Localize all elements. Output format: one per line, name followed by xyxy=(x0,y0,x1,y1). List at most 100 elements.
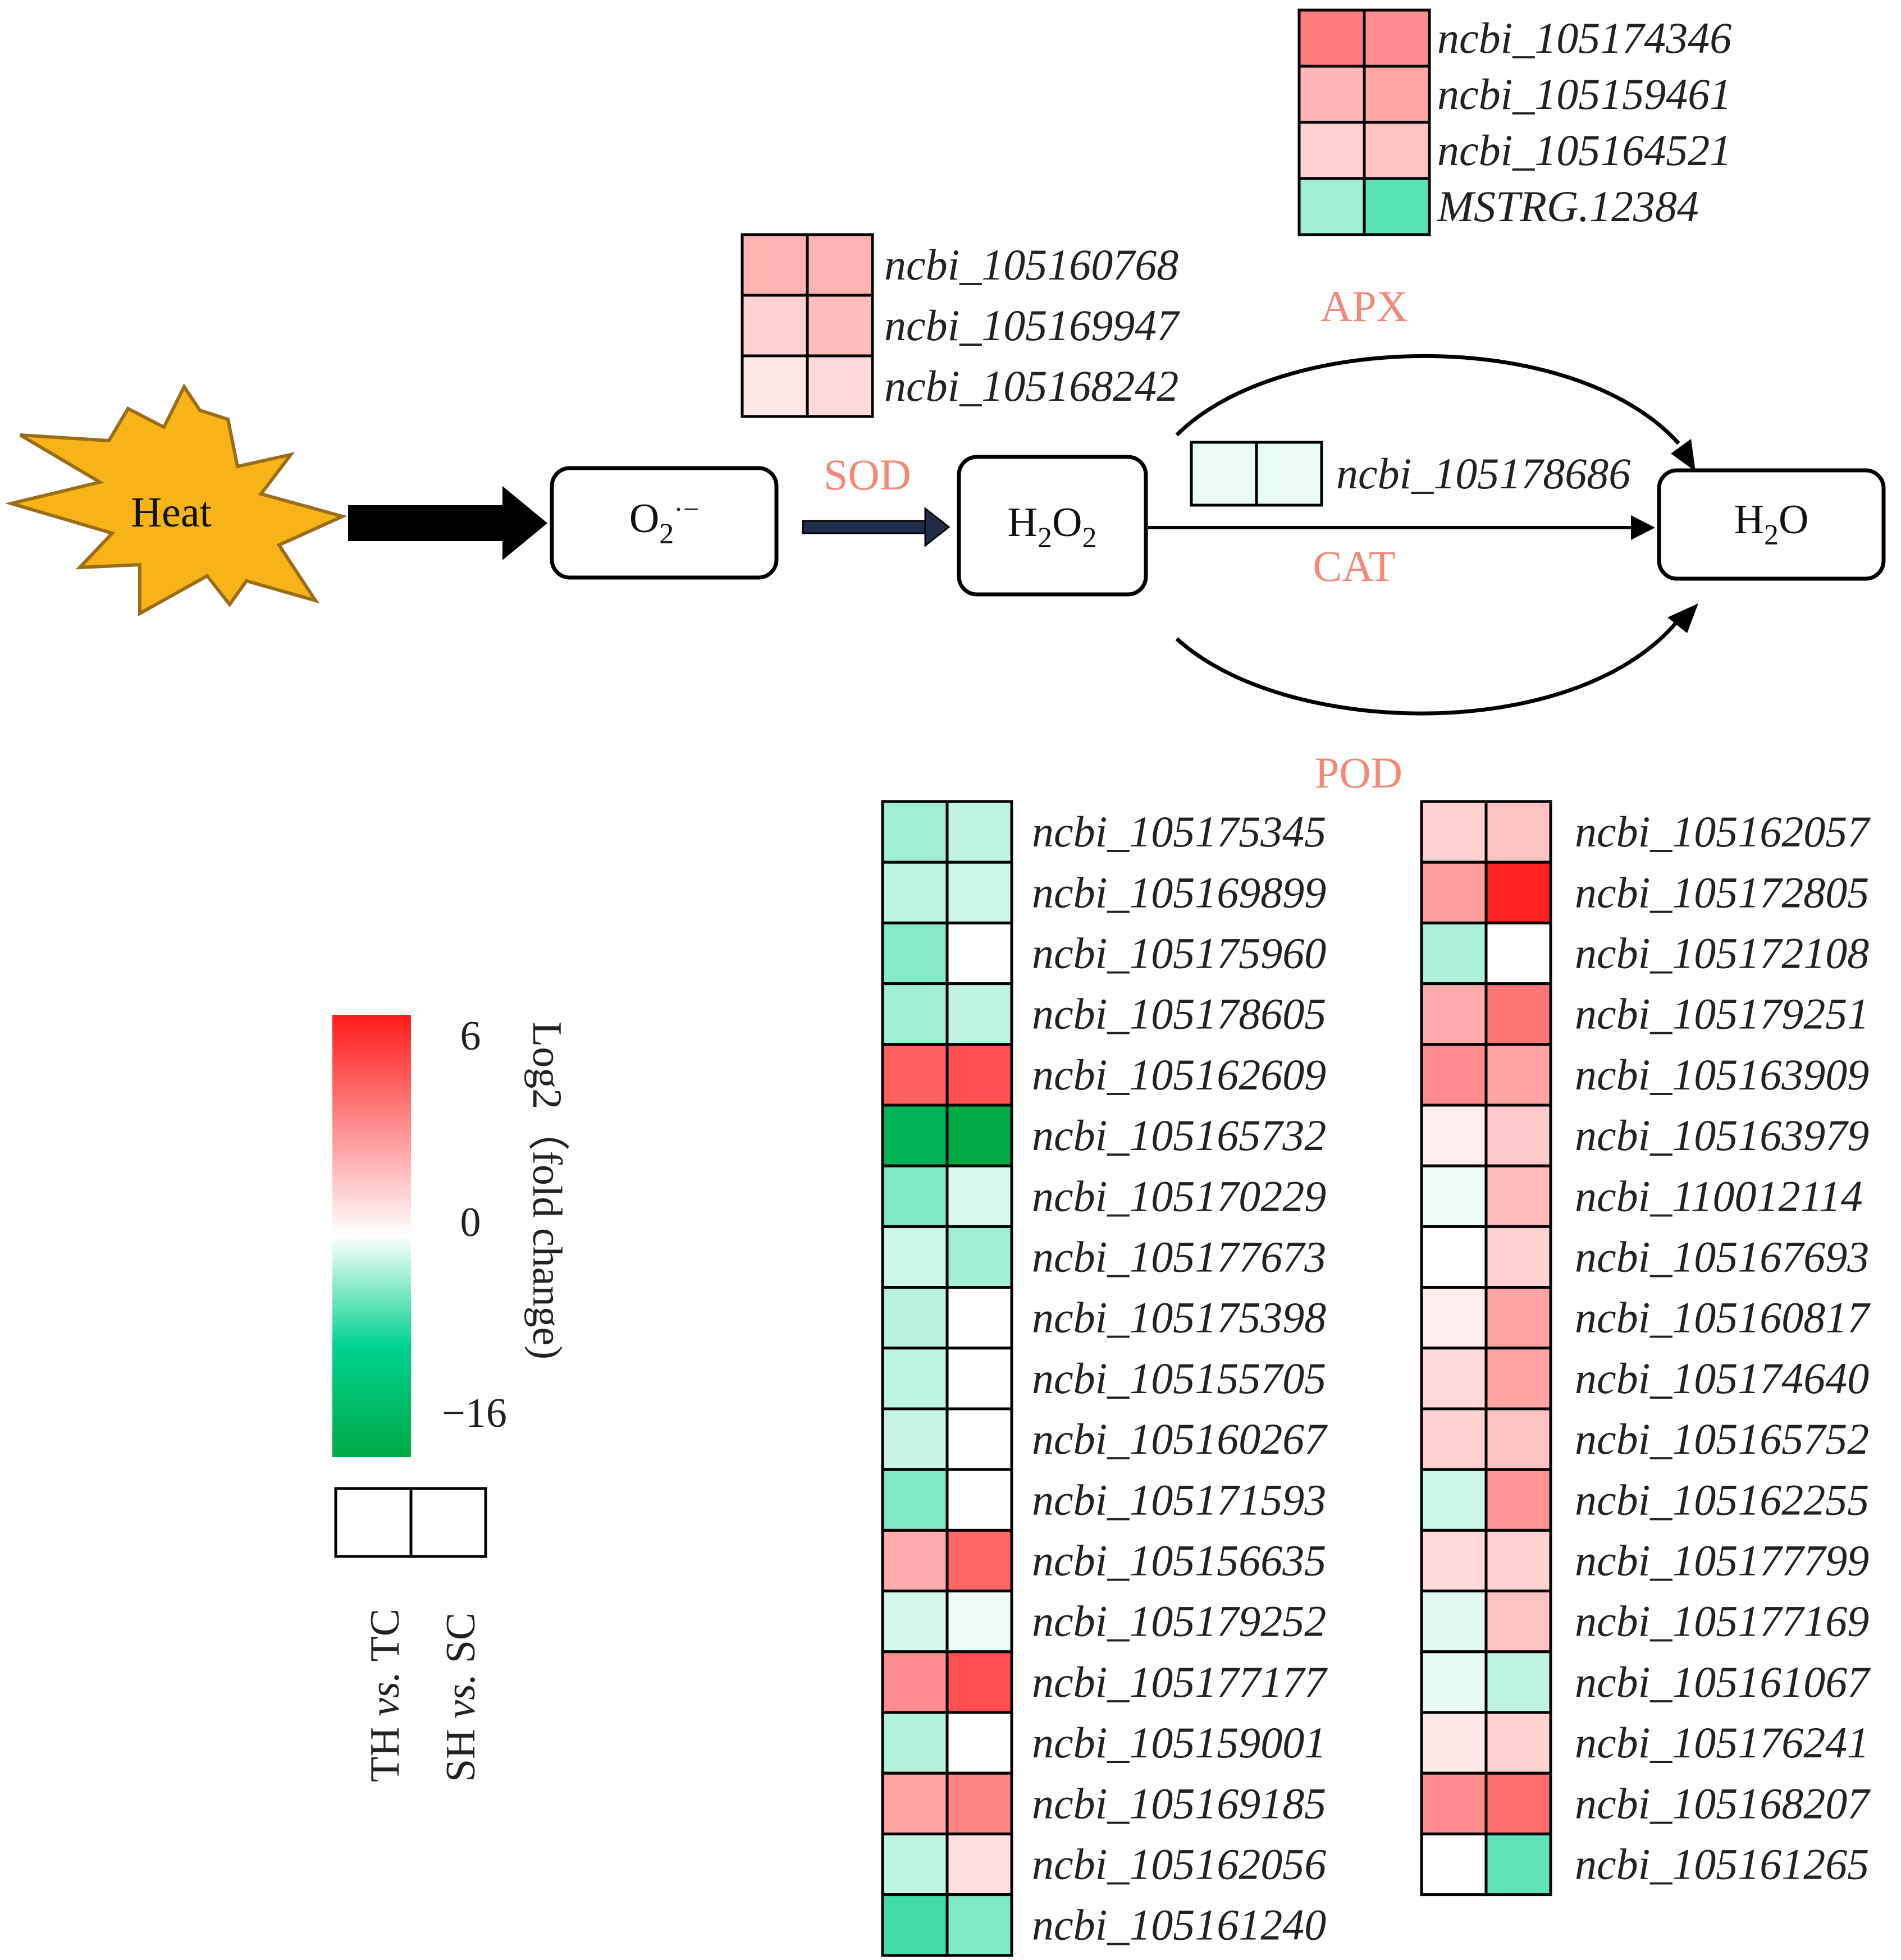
heatmap-cell xyxy=(1420,982,1488,1046)
water-node: H2O xyxy=(1657,468,1886,581)
heatmap-cell xyxy=(881,1468,949,1532)
gene-label: ncbi_105161240 xyxy=(1032,1901,1326,1949)
heatmap-cell xyxy=(945,1711,1013,1775)
heatmap-cell xyxy=(1363,177,1431,236)
heatmap-cell xyxy=(1420,1286,1488,1350)
heatmap-cell xyxy=(881,1103,949,1167)
heatmap-cell xyxy=(881,1347,949,1411)
heatmap-cell xyxy=(741,233,809,297)
heatmap-cell xyxy=(945,1650,1013,1714)
heatmap-cell xyxy=(1420,1771,1488,1835)
gene-label: ncbi_105177169 xyxy=(1575,1597,1869,1646)
legend-title: Log2（fold change) xyxy=(524,1022,570,1359)
gene-label: ncbi_105175960 xyxy=(1032,929,1326,978)
h2o2-to-water-arrows xyxy=(1148,354,1698,716)
gene-label: ncbi_105160817 xyxy=(1575,1293,1871,1342)
sod-heatmap: ncbi_105160768ncbi_105169947ncbi_1051682… xyxy=(741,233,1180,418)
h2o2-node: H2O2 xyxy=(957,455,1148,597)
gene-label: ncbi_105169185 xyxy=(1032,1779,1326,1828)
pod-heatmap-right: ncbi_105162057ncbi_105172805ncbi_1051721… xyxy=(1420,800,1871,1897)
heatmap-cell xyxy=(945,1771,1013,1835)
gene-label: ncbi_105170229 xyxy=(1032,1171,1326,1220)
legend-col1-label: TH vs. TC xyxy=(362,1609,408,1782)
heatmap-cell xyxy=(1363,121,1431,180)
pod-curved-arrow xyxy=(1175,621,1678,716)
heatmap-cell xyxy=(1484,1043,1552,1107)
gene-label: ncbi_105177177 xyxy=(1032,1657,1328,1706)
apx-enzyme-label: APX xyxy=(1320,282,1408,331)
superoxide-to-h2o2-arrow xyxy=(802,506,950,548)
heatmap-cell xyxy=(1420,921,1488,986)
heatmap-cell xyxy=(945,1347,1013,1411)
gene-label: ncbi_105178686 xyxy=(1336,449,1630,498)
gene-label: ncbi_105160267 xyxy=(1032,1414,1328,1463)
heatmap-cell xyxy=(881,1893,949,1957)
heatmap-cell xyxy=(1420,1225,1488,1289)
heatmap-cell xyxy=(881,1528,949,1593)
heatmap-cell xyxy=(741,294,809,358)
gene-label: ncbi_110012114 xyxy=(1575,1171,1863,1220)
heatmap-cell xyxy=(1484,1650,1552,1714)
heatmap-cell xyxy=(1420,1103,1488,1167)
gene-label: ncbi_105164521 xyxy=(1437,126,1731,175)
heatmap-cell xyxy=(945,1468,1013,1532)
gene-label: ncbi_105163909 xyxy=(1575,1050,1869,1099)
heatmap-cell xyxy=(1484,1590,1552,1654)
heatmap-cell xyxy=(1420,1711,1488,1775)
heatmap-cell xyxy=(1297,177,1366,236)
heatmap-cell xyxy=(1420,1347,1488,1411)
heatmap-cell xyxy=(1484,1528,1552,1593)
gene-label: ncbi_105179252 xyxy=(1032,1597,1326,1646)
legend-mid-label: 0 xyxy=(460,1199,481,1245)
gene-label: ncbi_105160768 xyxy=(884,240,1178,289)
heatmap-cell xyxy=(945,1590,1013,1654)
apx-arrowhead xyxy=(1671,439,1696,471)
heatmap-cell xyxy=(806,354,874,418)
gene-label: ncbi_105172108 xyxy=(1575,929,1869,978)
apx-heatmap: ncbi_105174346ncbi_105159461ncbi_1051645… xyxy=(1297,8,1731,236)
gene-label: ncbi_105162057 xyxy=(1575,807,1871,856)
heatmap-cell xyxy=(1420,1590,1488,1654)
gene-label: MSTRG.12384 xyxy=(1437,182,1699,231)
gene-label: ncbi_105174640 xyxy=(1575,1354,1869,1403)
heatmap-cell xyxy=(881,1225,949,1289)
heatmap-cell xyxy=(1363,65,1431,124)
heat-to-superoxide-arrow xyxy=(348,486,547,560)
heatmap-cell xyxy=(1420,1164,1488,1228)
gene-label: ncbi_105163979 xyxy=(1575,1111,1869,1160)
heatmap-cell xyxy=(945,860,1013,924)
legend-max-label: 6 xyxy=(460,1013,481,1059)
heatmap-cell xyxy=(1484,800,1552,864)
heatmap-cell xyxy=(881,1832,949,1897)
heatmap-cell xyxy=(945,1528,1013,1593)
heatmap-cell xyxy=(1420,860,1488,924)
heatmap-cell xyxy=(945,1407,1013,1471)
pod-heatmap-left: ncbi_105175345ncbi_105169899ncbi_1051759… xyxy=(881,800,1328,1957)
apx-curved-arrow xyxy=(1175,354,1680,445)
heatmap-cell xyxy=(881,860,949,924)
heatmap-cell xyxy=(1420,1043,1488,1107)
gene-label: ncbi_105175345 xyxy=(1032,807,1326,856)
gene-label: ncbi_105178605 xyxy=(1032,990,1326,1038)
gene-label: ncbi_105168207 xyxy=(1575,1779,1871,1828)
heatmap-cell xyxy=(1420,1468,1488,1532)
h2o2-box xyxy=(957,455,1148,597)
heatmap-cell xyxy=(881,1650,949,1714)
h2o2-label: H2O2 xyxy=(1008,500,1097,554)
heatmap-cell xyxy=(945,800,1013,864)
superoxide-box xyxy=(550,466,779,580)
cat-heatmap: ncbi_105178686 xyxy=(1190,441,1630,507)
gene-label: ncbi_105162056 xyxy=(1032,1840,1326,1889)
heatmap-cell xyxy=(1484,1468,1552,1532)
heatmap-cell xyxy=(881,1711,949,1775)
gene-label: ncbi_105162255 xyxy=(1575,1475,1869,1524)
heatmap-cell xyxy=(1363,8,1431,68)
gene-label: ncbi_105169947 xyxy=(884,301,1180,350)
gene-label: ncbi_105156635 xyxy=(1032,1536,1326,1585)
heatmap-cell xyxy=(1420,800,1488,864)
heatmap-cell xyxy=(945,1043,1013,1107)
heatmap-cell xyxy=(1484,1286,1552,1350)
superoxide-node: O2·− xyxy=(550,466,779,580)
heatmap-cell xyxy=(945,1286,1013,1350)
